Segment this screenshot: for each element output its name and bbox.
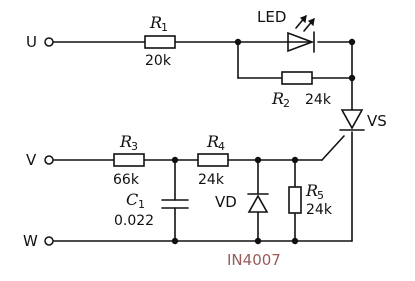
resistor-r1: R 1 20k — [144, 13, 176, 69]
junction-dot — [171, 237, 179, 245]
r3-value: 66k — [113, 172, 140, 188]
junction-dot — [254, 156, 262, 164]
diode-vd: VD — [215, 193, 269, 213]
terminal-u-label: U — [26, 33, 37, 51]
resistor-r3-body — [113, 153, 145, 167]
r3-sub: 3 — [131, 140, 138, 153]
capacitor-c1: C 1 0.022 — [114, 190, 189, 229]
r1-ref: R — [149, 13, 162, 32]
diode-vd-symbol — [247, 194, 269, 213]
led: LED — [257, 8, 315, 53]
terminal-v — [44, 155, 54, 165]
r2-sub: 2 — [283, 97, 290, 110]
resistor-r5: R 5 24k — [288, 181, 333, 218]
resistor-r2: R 2 24k — [271, 71, 332, 110]
r4-ref: R — [206, 132, 219, 151]
c1-sub: 1 — [138, 198, 145, 211]
junction-dot — [234, 38, 242, 46]
junction-dot — [348, 38, 356, 46]
led-label: LED — [257, 8, 286, 26]
terminal-u — [44, 37, 54, 47]
resistor-r4-body — [197, 153, 229, 167]
resistor-r5-body — [288, 186, 302, 214]
light-arrow-head-icon — [299, 15, 307, 24]
junction-dot — [291, 237, 299, 245]
c1-value: 0.022 — [114, 213, 154, 229]
r2-value: 24k — [305, 92, 332, 108]
r4-sub: 4 — [218, 140, 225, 153]
r5-ref: R — [305, 181, 318, 200]
r4-value: 24k — [198, 172, 225, 188]
watermark-text: IN4007 — [227, 251, 281, 269]
resistor-r1-body — [144, 35, 176, 49]
vs-label: VS — [367, 112, 387, 130]
r2-ref: R — [271, 89, 284, 108]
junction-dot — [171, 156, 179, 164]
junction-dot — [291, 156, 299, 164]
terminal-w-label: W — [23, 232, 38, 250]
junction-dot — [254, 237, 262, 245]
light-arrow-head-icon — [307, 18, 315, 27]
wire-gate — [321, 135, 345, 161]
resistor-r2-body — [281, 71, 313, 85]
vd-label: VD — [215, 193, 237, 211]
r5-value: 24k — [306, 202, 333, 218]
resistor-r4: R 4 24k — [197, 132, 229, 188]
r1-sub: 1 — [161, 21, 168, 34]
thyristor-vs: VS — [339, 109, 387, 131]
c1-ref: C — [126, 190, 138, 209]
thyristor-symbol — [340, 109, 364, 130]
r1-value: 20k — [145, 53, 172, 69]
resistor-r3: R 3 66k — [113, 132, 145, 188]
junction-dot — [348, 74, 356, 82]
terminal-v-label: V — [26, 151, 37, 169]
terminal-w — [44, 236, 54, 246]
r5-sub: 5 — [317, 189, 324, 202]
r3-ref: R — [119, 132, 132, 151]
